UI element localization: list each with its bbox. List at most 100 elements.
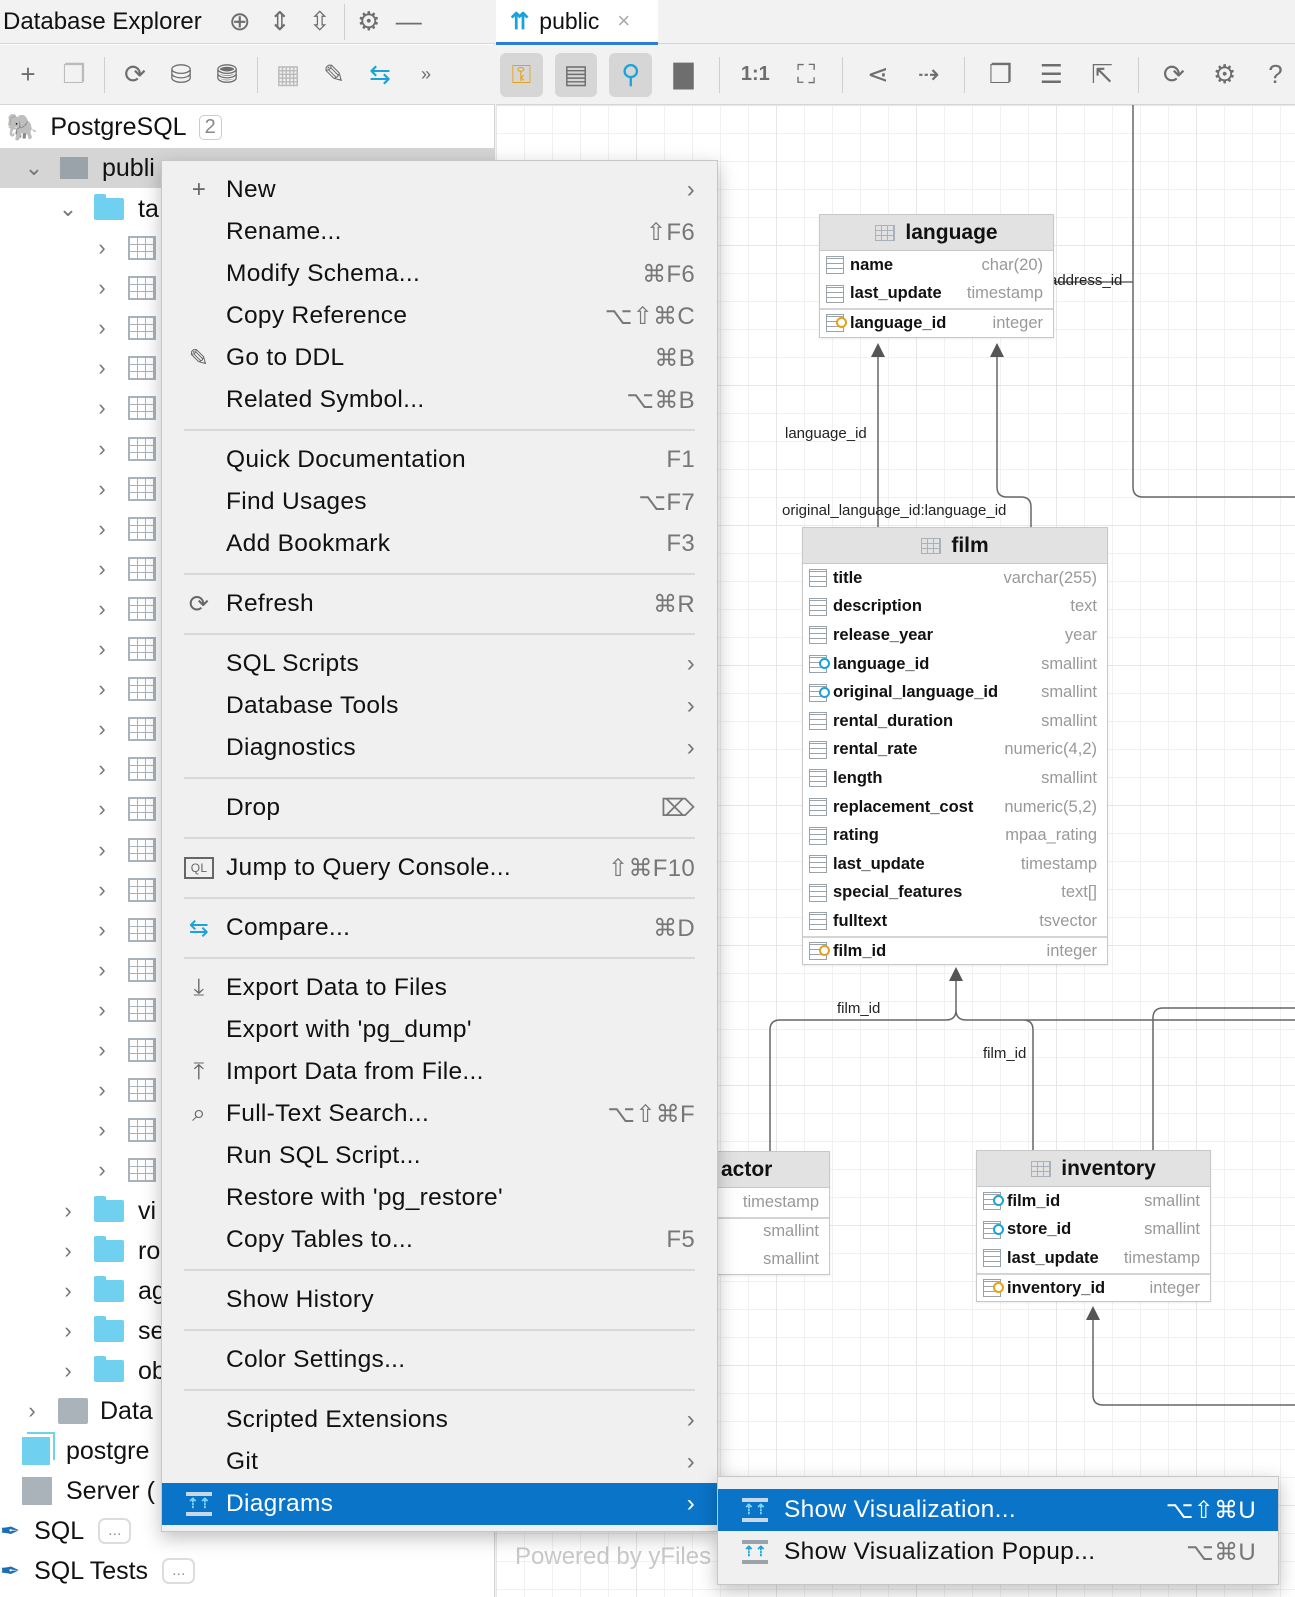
compare-icon[interactable]: ⇆ [369, 59, 391, 89]
export-icon[interactable]: ⇱ [1091, 59, 1113, 89]
route-edges-icon[interactable]: ⇢ [917, 59, 940, 89]
chevron-right-icon[interactable]: › [98, 595, 106, 621]
tree-item-table[interactable]: › [92, 549, 166, 589]
chevron-right-icon[interactable]: › [64, 1238, 72, 1263]
menu-item-git[interactable]: Git› [162, 1441, 717, 1483]
menu-item-export-with-pg-dump[interactable]: Export with 'pg_dump' [162, 1009, 717, 1051]
gear-icon[interactable]: ⚙ [357, 6, 381, 36]
data-source-properties-icon[interactable]: ⛁ [170, 59, 192, 89]
tree-item-sql-tests[interactable]: ✒ SQL Tests ... [0, 1551, 196, 1591]
chevron-right-icon[interactable]: › [98, 235, 106, 260]
tree-item-folder[interactable]: ›vi [58, 1191, 156, 1231]
duplicate-icon[interactable]: ❐ [62, 59, 86, 89]
tree-item-folder[interactable]: ›se [58, 1311, 164, 1351]
menu-item-show-visualization[interactable]: ⇡⇡Show Visualization...⌥⇧⌘U [718, 1489, 1278, 1531]
tree-item-table[interactable]: › [92, 1110, 166, 1150]
menu-item-drop[interactable]: Drop⌦ [162, 787, 717, 829]
more-button[interactable]: ... [98, 1518, 132, 1544]
close-icon[interactable]: × [617, 8, 631, 33]
chevron-right-icon[interactable]: › [98, 716, 106, 742]
chevron-down-icon[interactable]: ⌄ [24, 155, 44, 180]
refresh-icon[interactable]: ⟳ [1162, 59, 1185, 89]
chevron-right-icon[interactable]: › [98, 515, 106, 541]
menu-item-run-sql-script[interactable]: Run SQL Script... [162, 1135, 717, 1177]
chevron-right-icon[interactable]: › [98, 1077, 106, 1103]
help-icon[interactable]: ? [1268, 59, 1283, 89]
tree-item-table[interactable]: › [92, 1030, 166, 1070]
chevron-right-icon[interactable]: › [98, 315, 106, 341]
chevron-right-icon[interactable]: › [98, 395, 106, 421]
menu-item-diagrams[interactable]: ⇡⇡Diagrams› [162, 1483, 717, 1525]
chevron-right-icon[interactable]: › [98, 836, 106, 862]
menu-item-sql-scripts[interactable]: SQL Scripts› [162, 643, 717, 685]
menu-item-refresh[interactable]: ⟳Refresh⌘R [162, 583, 717, 625]
chevron-right-icon[interactable]: › [98, 1037, 106, 1062]
add-icon[interactable]: + [20, 59, 36, 89]
menu-item-show-history[interactable]: Show History [162, 1279, 717, 1321]
chevron-right-icon[interactable]: › [64, 1198, 72, 1223]
chevron-right-icon[interactable]: › [98, 636, 106, 661]
menu-item-find-usages[interactable]: Find Usages⌥F7 [162, 481, 717, 523]
tree-item-folder[interactable]: ›ro [58, 1231, 160, 1271]
tree-item-table[interactable]: › [92, 228, 166, 268]
chevron-right-icon[interactable]: › [98, 956, 106, 982]
tree-item-table[interactable]: › [92, 429, 166, 469]
menu-item-export-data-to-files[interactable]: ⤓Export Data to Files [162, 967, 717, 1009]
collapse-all-icon[interactable]: ⇳ [308, 6, 331, 36]
copy-icon[interactable]: ❐ [988, 59, 1013, 89]
fit-content-icon[interactable]: ⛶ [797, 58, 816, 89]
tree-item-postgres[interactable]: postgre [22, 1431, 149, 1471]
chevron-down-icon[interactable]: ⌄ [58, 196, 78, 221]
layout-icon[interactable]: ⋖ [866, 59, 889, 89]
tree-item-table[interactable]: › [92, 1150, 166, 1190]
more-button[interactable]: ... [162, 1558, 196, 1584]
tree-item-table[interactable]: › [92, 268, 166, 308]
menu-item-diagnostics[interactable]: Diagnostics› [162, 727, 717, 769]
tree-item-table[interactable]: › [92, 589, 166, 629]
chevron-right-icon[interactable]: › [98, 355, 106, 381]
tree-item-table[interactable]: › [92, 950, 166, 990]
menu-item-full-text-search[interactable]: ⌕Full-Text Search...⌥⇧⌘F [162, 1093, 717, 1135]
refresh-icon[interactable]: ⟳ [124, 59, 146, 89]
add-circle-icon[interactable]: ⊕ [228, 6, 251, 36]
tree-item-table[interactable]: › [92, 990, 166, 1030]
chevron-right-icon[interactable]: › [98, 1117, 106, 1143]
chevron-right-icon[interactable]: › [98, 275, 106, 301]
key-icon[interactable]: ⚲ [609, 52, 653, 97]
more-icon[interactable]: » [420, 64, 431, 84]
chevron-right-icon[interactable]: › [98, 555, 106, 581]
tree-item-data[interactable]: › Data [22, 1391, 152, 1431]
menu-item-copy-reference[interactable]: Copy Reference⌥⇧⌘C [162, 295, 717, 337]
menu-item-import-data-from-file[interactable]: ⤒Import Data from File... [162, 1051, 717, 1093]
menu-item-color-settings[interactable]: Color Settings... [162, 1339, 717, 1381]
chevron-right-icon[interactable]: › [98, 435, 106, 461]
chevron-right-icon[interactable]: › [98, 676, 106, 702]
key-columns-icon[interactable]: ⚿ [500, 52, 543, 97]
tree-item-tables[interactable]: ⌄ ta [58, 189, 159, 229]
menu-item-show-visualization-popup[interactable]: ⇡⇡Show Visualization Popup...⌥⌘U [718, 1531, 1278, 1573]
tree-item-server[interactable]: Server ( [22, 1471, 155, 1511]
menu-item-restore-with-pg-restore[interactable]: Restore with 'pg_restore' [162, 1177, 717, 1219]
menu-item-go-to-ddl[interactable]: ✎Go to DDL⌘B [162, 337, 717, 379]
tree-item-table[interactable]: › [92, 910, 166, 950]
tree-item-table[interactable]: › [92, 348, 166, 388]
chevron-right-icon[interactable]: › [98, 1157, 106, 1183]
tree-item-table[interactable]: › [92, 789, 166, 829]
expand-all-icon[interactable]: ⇕ [268, 6, 291, 36]
tab-public[interactable]: ⇈ public × [496, 0, 658, 46]
